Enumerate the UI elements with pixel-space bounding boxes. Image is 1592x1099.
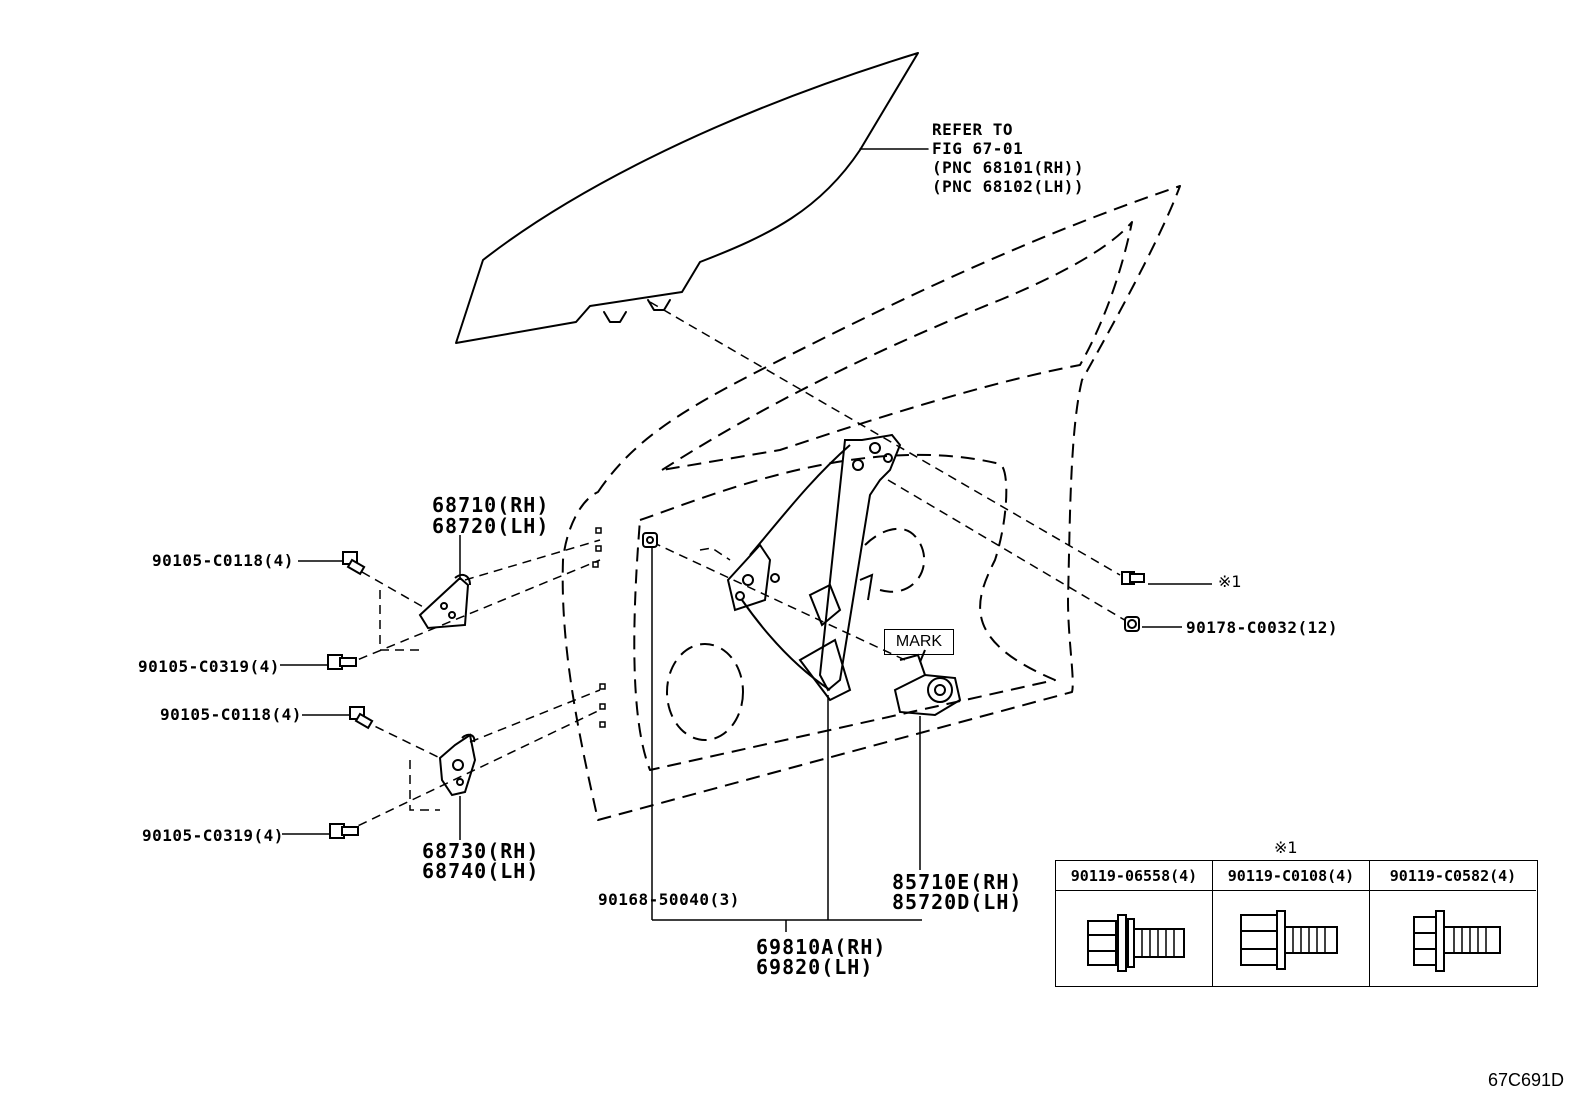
clip-line xyxy=(651,541,906,661)
upper-bolt-bracket xyxy=(379,590,420,651)
note-mark-bolt: ※1 xyxy=(1218,572,1242,591)
lower-hinge-rh: 68730(RH) xyxy=(422,839,540,863)
bolt-upper-bottom-label: 90105-C0319(4) xyxy=(138,657,280,676)
clip-label: 90168-50040(3) xyxy=(598,890,740,909)
bolt-lower-bottom-label: 90105-C0319(4) xyxy=(142,826,284,845)
regulator-rh: 69810A(RH) xyxy=(756,935,887,959)
door-window-frame xyxy=(661,221,1133,471)
flange-bolt-icon xyxy=(1240,910,1338,970)
motor-lh: 85720D(LH) xyxy=(892,890,1023,914)
door-inner-panel xyxy=(633,453,1056,771)
clip-part xyxy=(642,532,658,548)
mark-label: MARK xyxy=(884,629,954,655)
legend-head-3: 90119-C0582(4) xyxy=(1370,861,1536,891)
glass-ref-line1: REFER TO xyxy=(932,120,1014,139)
service-hole xyxy=(864,527,926,593)
bolt-upper-bottom xyxy=(327,654,357,670)
glass-clip-right xyxy=(647,299,671,311)
lower-hinge-lh: 68740(LH) xyxy=(422,859,540,883)
hex-flange-bolt-icon xyxy=(1413,910,1501,972)
legend-col-1: 90119-06558(4) xyxy=(1056,861,1213,986)
lower-hinge-line-a xyxy=(469,689,601,743)
bolt-upper-top xyxy=(342,551,366,576)
bolt-with-washer-icon xyxy=(1087,914,1185,972)
glass-mount-line xyxy=(649,301,1121,576)
upper-hinge-line-b xyxy=(344,559,601,666)
nut-right xyxy=(1124,616,1140,632)
motor-rh: 85710E(RH) xyxy=(892,870,1023,894)
regulator-motor xyxy=(893,649,962,717)
lower-bolt-line-a xyxy=(361,719,441,759)
legend-head-1: 90119-06558(4) xyxy=(1056,861,1212,891)
glass-ref-line2: FIG 67-01 xyxy=(932,139,1024,158)
legend-col-2: 90119-C0108(4) xyxy=(1213,861,1370,986)
speaker-hole xyxy=(666,643,744,741)
upper-hinge-line-a xyxy=(464,539,601,581)
glass-clip-left xyxy=(603,311,627,323)
lower-bolt-bracket xyxy=(409,760,440,811)
bolt-lower-bottom xyxy=(329,823,359,839)
bolt-upper-top-label: 90105-C0118(4) xyxy=(152,551,294,570)
bolt-lower-top xyxy=(349,706,374,730)
bolt-lower-top-label: 90105-C0118(4) xyxy=(160,705,302,724)
window-regulator xyxy=(726,433,902,702)
legend-note-mark: ※1 xyxy=(1274,838,1298,857)
upper-hinge xyxy=(418,573,471,630)
nut-label: 90178-C0032(12) xyxy=(1186,618,1338,637)
figure-code: 67C691D xyxy=(1487,1070,1564,1090)
door-outer-outline xyxy=(561,185,1181,821)
legend-col-3: 90119-C0582(4) xyxy=(1370,861,1536,986)
upper-bolt-line-a xyxy=(361,571,426,609)
glass-ref-line4: (PNC 68102(LH)) xyxy=(932,177,1084,196)
bolt-right-note xyxy=(1121,571,1145,585)
door-glass xyxy=(455,52,919,344)
lower-hinge xyxy=(438,733,477,797)
upper-hinge-lh: 68720(LH) xyxy=(432,514,550,538)
bolt-legend-table: 90119-06558(4) 90119-C0108(4) xyxy=(1055,860,1538,987)
glass-ref-line3: (PNC 68101(RH)) xyxy=(932,158,1084,177)
upper-hinge-rh: 68710(RH) xyxy=(432,493,550,517)
nut-line xyxy=(887,479,1129,623)
legend-head-2: 90119-C0108(4) xyxy=(1213,861,1369,891)
regulator-lh: 69820(LH) xyxy=(756,955,874,979)
regulator-line xyxy=(699,547,731,561)
